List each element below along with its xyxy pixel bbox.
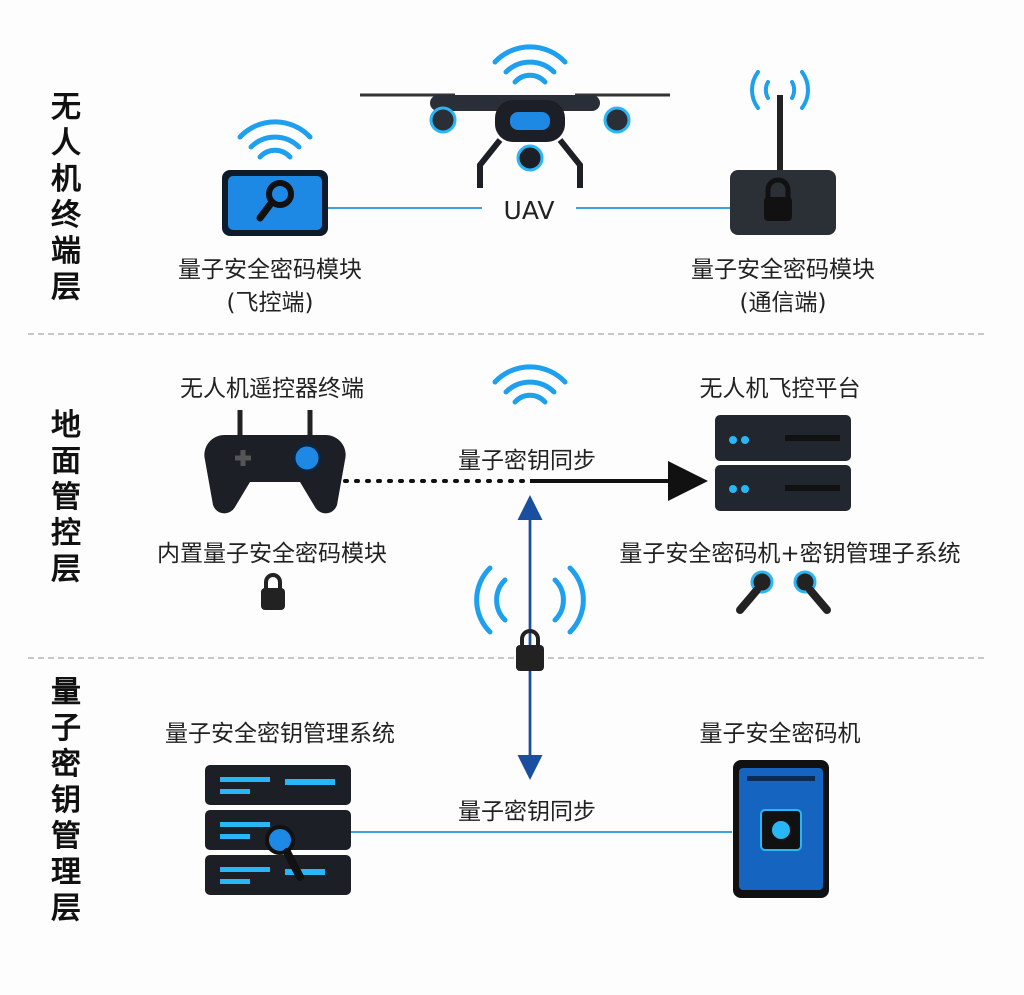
layer-label-uav-terminal: 无人机终端层 — [51, 90, 81, 305]
crypto-tablet-chip-icon — [733, 760, 829, 898]
layer-label-ground-control: 地面管控层 — [51, 408, 81, 587]
server-icon — [715, 415, 851, 511]
flight-module-title: 量子安全密码模块 — [178, 257, 362, 283]
remote-terminal-label: 无人机遥控器终端 — [180, 376, 364, 402]
tablet-key-icon — [222, 170, 328, 236]
uav-label: UAV — [503, 196, 555, 225]
kms-label: 量子安全密钥管理系统 — [165, 721, 395, 747]
comm-box-lock-icon — [730, 95, 836, 235]
remote-module-label: 内置量子安全密码模块 — [157, 541, 387, 567]
layer-label-key-management: 量子密钥管理层 — [51, 675, 81, 926]
drone-icon — [360, 93, 670, 188]
comm-module-title: 量子安全密码模块 — [691, 257, 875, 283]
game-controller-icon — [204, 410, 346, 514]
server-rack-key-icon — [205, 765, 351, 895]
layer-divider — [28, 657, 984, 659]
quantum-key-icon — [736, 570, 831, 614]
wifi-icon — [237, 119, 313, 160]
lock-icon — [261, 573, 285, 610]
wifi-side-icon — [474, 565, 586, 635]
lock-icon — [516, 629, 544, 671]
platform-module-label: 量子安全密码机+密钥管理子系统 — [619, 541, 961, 567]
sync-label-ground: 量子密钥同步 — [458, 448, 596, 474]
flight-module-sub: (飞控端) — [226, 290, 314, 316]
flight-platform-label: 无人机飞控平台 — [699, 376, 861, 402]
crypto-machine-label: 量子安全密码机 — [699, 721, 861, 747]
sync-label-kms: 量子密钥同步 — [458, 799, 596, 825]
wifi-icon — [750, 70, 810, 110]
wifi-icon — [492, 364, 568, 405]
layer-divider — [28, 333, 984, 335]
comm-module-sub: (通信端) — [739, 290, 827, 316]
wifi-icon — [492, 44, 568, 85]
